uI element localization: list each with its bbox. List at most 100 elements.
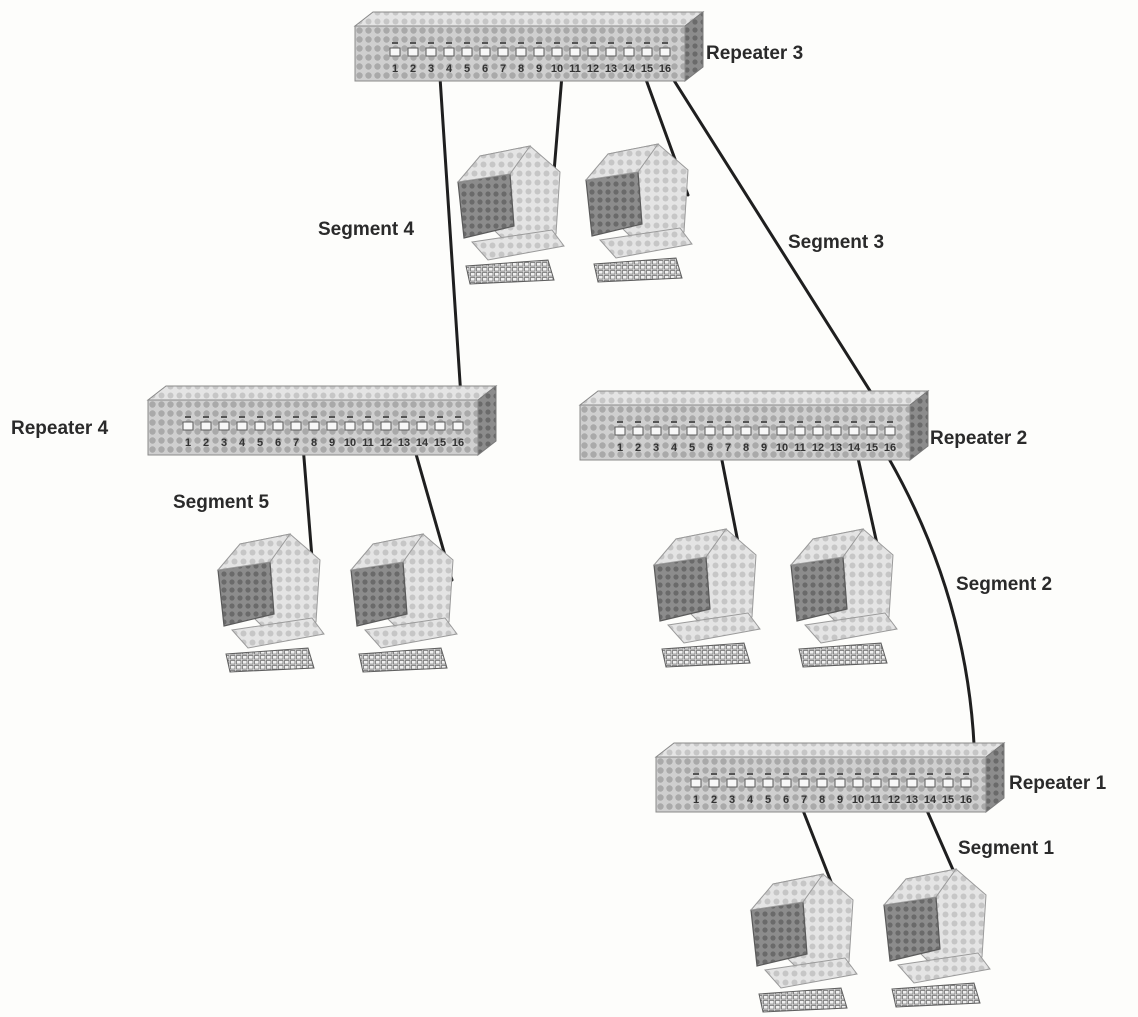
port-number: 4 bbox=[239, 437, 246, 449]
port-led bbox=[869, 421, 875, 423]
port-led bbox=[761, 421, 767, 423]
port-jack bbox=[906, 778, 918, 788]
port-number: 14 bbox=[848, 442, 861, 454]
port-number: 4 bbox=[671, 442, 678, 454]
port-led bbox=[311, 416, 317, 418]
port-jack bbox=[686, 426, 698, 436]
port-number: 11 bbox=[362, 437, 374, 449]
port-number: 14 bbox=[623, 63, 636, 75]
port-jack bbox=[848, 426, 860, 436]
port-jack bbox=[461, 47, 473, 57]
port-number: 14 bbox=[416, 437, 429, 449]
port-jack bbox=[960, 778, 972, 788]
port-led bbox=[689, 421, 695, 423]
port-jack bbox=[641, 47, 653, 57]
port-number: 15 bbox=[641, 63, 653, 75]
workstation-r4-a bbox=[217, 533, 325, 673]
port-led bbox=[329, 416, 335, 418]
port-number: 9 bbox=[536, 63, 542, 75]
port-number: 13 bbox=[830, 442, 842, 454]
port-number: 14 bbox=[924, 794, 937, 806]
port-led bbox=[446, 42, 452, 44]
port-number: 16 bbox=[452, 437, 464, 449]
workstation-r3-b bbox=[585, 143, 693, 283]
port-led bbox=[500, 42, 506, 44]
port-jack bbox=[344, 421, 356, 431]
port-number: 15 bbox=[942, 794, 954, 806]
port-number: 5 bbox=[464, 63, 470, 75]
port-jack bbox=[407, 47, 419, 57]
repeater-3-label: Repeater 3 bbox=[706, 43, 804, 64]
port-led bbox=[536, 42, 542, 44]
port-jack bbox=[776, 426, 788, 436]
port-jack bbox=[569, 47, 581, 57]
port-number: 5 bbox=[765, 794, 771, 806]
workstation-r3-a bbox=[457, 145, 565, 285]
port-number: 10 bbox=[344, 437, 356, 449]
port-led bbox=[873, 773, 879, 775]
port-number: 2 bbox=[711, 794, 717, 806]
port-number: 4 bbox=[747, 794, 754, 806]
port-jack bbox=[614, 426, 626, 436]
port-led bbox=[662, 42, 668, 44]
port-jack bbox=[272, 421, 284, 431]
port-number: 8 bbox=[819, 794, 825, 806]
port-number: 12 bbox=[812, 442, 824, 454]
port-jack bbox=[708, 778, 720, 788]
port-led bbox=[797, 421, 803, 423]
port-led bbox=[257, 416, 263, 418]
repeater-4-label: Repeater 4 bbox=[11, 418, 109, 439]
port-jack bbox=[834, 778, 846, 788]
workstation-r2-b bbox=[790, 528, 898, 668]
port-number: 1 bbox=[617, 442, 623, 454]
port-jack bbox=[852, 778, 864, 788]
desktop-computer-icon bbox=[653, 528, 761, 668]
workstation-r2-a bbox=[653, 528, 761, 668]
desktop-computer-icon bbox=[457, 145, 565, 285]
port-number: 16 bbox=[884, 442, 896, 454]
port-led bbox=[815, 421, 821, 423]
port-led bbox=[725, 421, 731, 423]
port-led bbox=[963, 773, 969, 775]
port-led bbox=[671, 421, 677, 423]
port-number: 10 bbox=[776, 442, 788, 454]
port-jack bbox=[398, 421, 410, 431]
port-jack bbox=[443, 47, 455, 57]
port-led bbox=[779, 421, 785, 423]
port-jack bbox=[425, 47, 437, 57]
port-led bbox=[464, 42, 470, 44]
port-led bbox=[608, 42, 614, 44]
port-jack bbox=[434, 421, 446, 431]
port-number: 2 bbox=[635, 442, 641, 454]
port-led bbox=[203, 416, 209, 418]
desktop-computer-icon bbox=[217, 533, 325, 673]
port-jack bbox=[236, 421, 248, 431]
port-jack bbox=[362, 421, 374, 431]
port-number: 1 bbox=[185, 437, 191, 449]
port-number: 10 bbox=[852, 794, 864, 806]
port-led bbox=[945, 773, 951, 775]
port-number: 10 bbox=[551, 63, 563, 75]
port-led bbox=[801, 773, 807, 775]
port-number: 11 bbox=[569, 63, 581, 75]
port-number: 8 bbox=[743, 442, 749, 454]
port-jack bbox=[762, 778, 774, 788]
desktop-computer-icon bbox=[585, 143, 693, 283]
port-number: 7 bbox=[725, 442, 731, 454]
port-jack bbox=[290, 421, 302, 431]
port-jack bbox=[587, 47, 599, 57]
port-number: 11 bbox=[870, 794, 882, 806]
port-number: 13 bbox=[906, 794, 918, 806]
port-led bbox=[554, 42, 560, 44]
port-led bbox=[644, 42, 650, 44]
port-jack bbox=[798, 778, 810, 788]
port-led bbox=[437, 416, 443, 418]
port-jack bbox=[794, 426, 806, 436]
port-jack bbox=[479, 47, 491, 57]
port-jack bbox=[942, 778, 954, 788]
port-jack bbox=[816, 778, 828, 788]
